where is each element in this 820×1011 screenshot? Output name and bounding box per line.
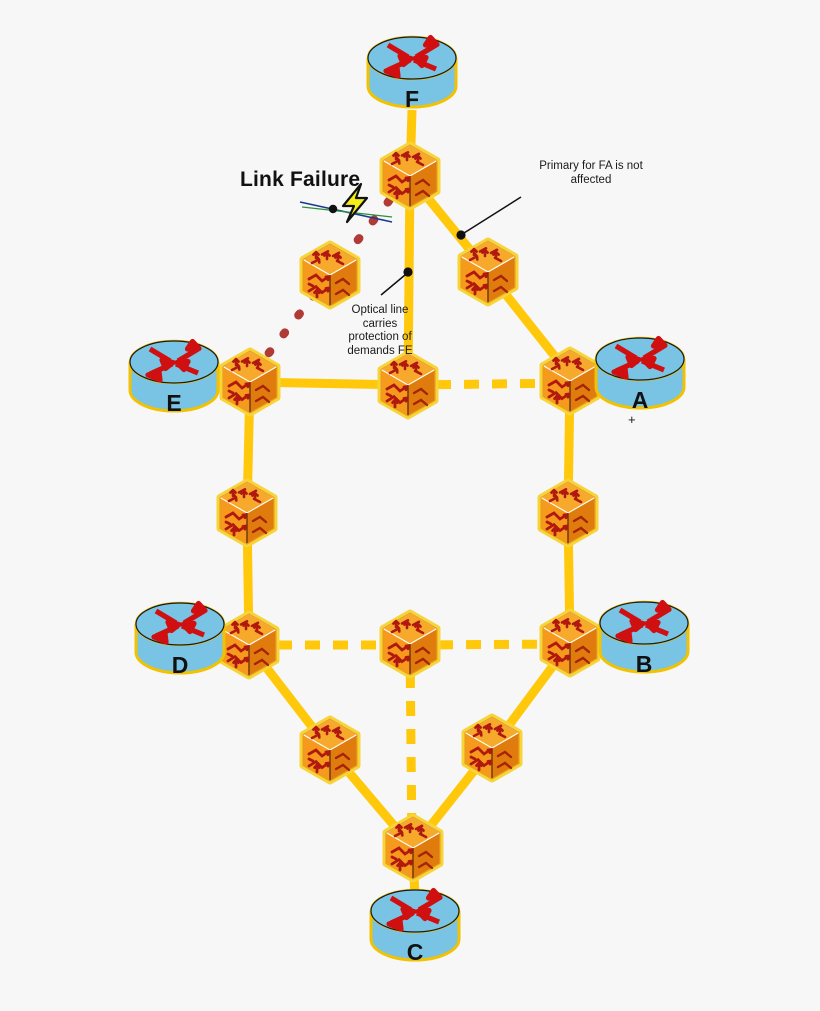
router-node-C[interactable]: C bbox=[371, 890, 459, 965]
annotation-primary-fa: Primary for FA is not affected bbox=[539, 160, 643, 186]
router-label-E: E bbox=[166, 390, 181, 416]
leader-optical-line bbox=[380, 274, 406, 296]
router-label-D: D bbox=[172, 652, 189, 678]
oxc-node-mid-bot[interactable] bbox=[383, 613, 437, 675]
router-node-D[interactable]: D bbox=[136, 603, 224, 678]
oxc-node-d[interactable] bbox=[222, 614, 276, 676]
router-node-E[interactable]: E bbox=[130, 341, 218, 416]
router-node-A[interactable]: A bbox=[596, 338, 684, 413]
router-label-F: F bbox=[405, 86, 419, 112]
router-label-A: A bbox=[632, 387, 649, 413]
oxc-node-e[interactable] bbox=[223, 351, 277, 413]
oxc-node-a[interactable] bbox=[543, 350, 597, 412]
oxc-node-f[interactable] bbox=[383, 145, 437, 207]
oxc-node-nw[interactable] bbox=[303, 244, 357, 306]
oxc-node-east-mid[interactable] bbox=[541, 482, 595, 544]
oxc-node-b[interactable] bbox=[543, 612, 597, 674]
oxc-node-ne[interactable] bbox=[461, 241, 515, 303]
router-label-C: C bbox=[407, 939, 424, 965]
oxc-node-west-mid[interactable] bbox=[220, 482, 274, 544]
failure-leader-dot bbox=[328, 204, 338, 214]
oxc-node-sw[interactable] bbox=[303, 719, 357, 781]
leader-primary-fa bbox=[463, 196, 522, 234]
link-failure-title: Link Failure bbox=[240, 168, 361, 191]
oxc-node-c[interactable] bbox=[386, 817, 440, 879]
failure-leader-line-2 bbox=[301, 206, 393, 218]
oxc-node-se[interactable] bbox=[465, 717, 519, 779]
routers-layer: F E A D B C bbox=[130, 37, 688, 965]
router-label-B: B bbox=[636, 651, 653, 677]
markers-layer bbox=[299, 182, 522, 296]
plus-sign-near-a: + bbox=[628, 412, 636, 427]
router-node-F[interactable]: F bbox=[368, 37, 456, 112]
leader-primary-fa-dot bbox=[456, 230, 466, 240]
router-node-B[interactable]: B bbox=[600, 602, 688, 677]
annotation-optical-line: Optical line carries protection of deman… bbox=[347, 304, 413, 357]
oxc-node-mid-top[interactable] bbox=[381, 354, 435, 416]
leader-optical-line-dot bbox=[403, 267, 413, 277]
link-oxcf-midtop bbox=[403, 175, 415, 386]
